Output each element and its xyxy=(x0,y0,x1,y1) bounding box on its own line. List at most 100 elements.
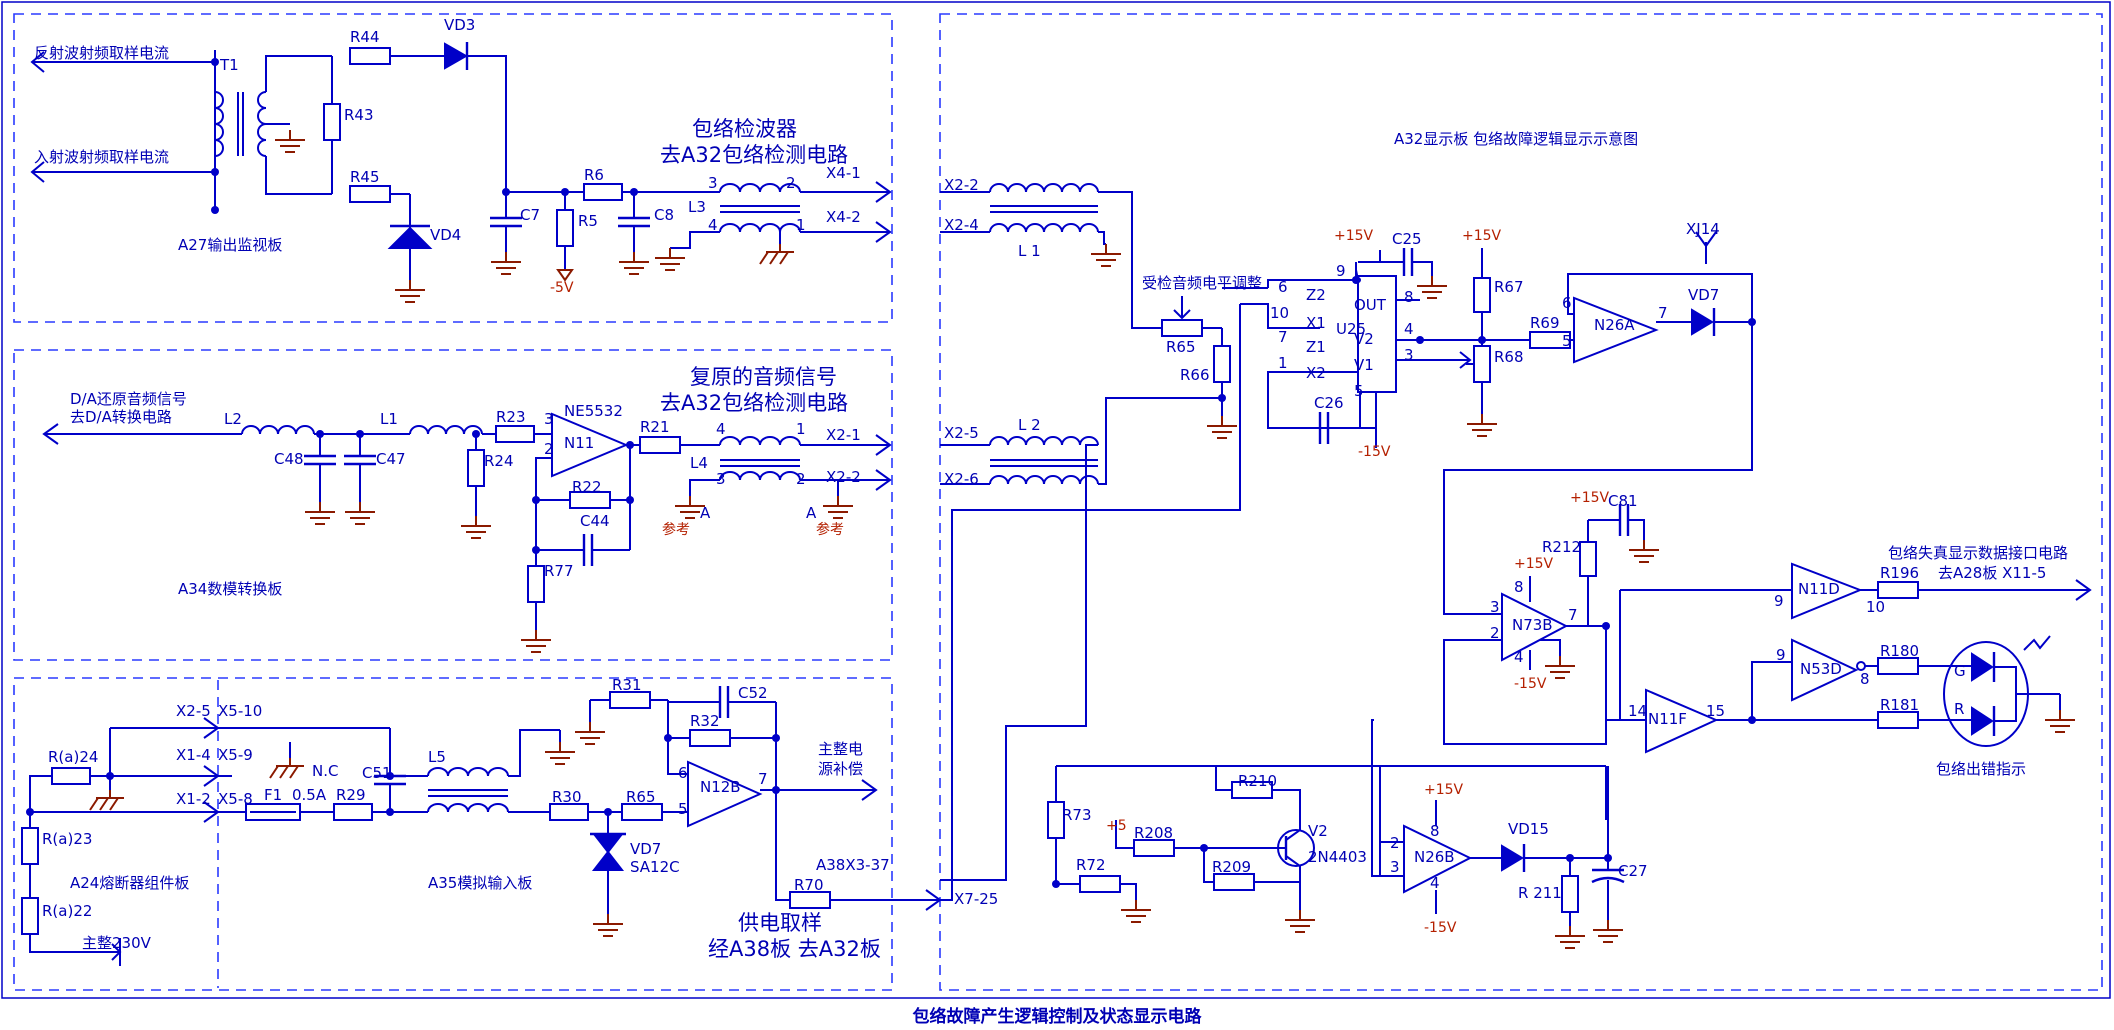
label-p4b: 4 xyxy=(716,420,726,438)
label-vd7: VD7 xyxy=(1688,286,1719,304)
label-l5: L5 xyxy=(428,748,446,766)
label-u4: 4 xyxy=(1404,320,1414,338)
label-n73b: N73B xyxy=(1512,616,1553,634)
label-n11f: N11F xyxy=(1648,710,1687,728)
label-e8: 8 xyxy=(1860,670,1870,688)
env-det-subtitle: 去A32包络检测电路 xyxy=(660,143,848,167)
label-audio-adj: 受检音频电平调整 xyxy=(1142,274,1262,292)
label-vd3: VD3 xyxy=(444,16,475,34)
label-x58: X5-8 xyxy=(218,790,253,808)
label-c8: C8 xyxy=(654,206,674,224)
label-p3a: 3 xyxy=(708,174,718,192)
label-u3: 3 xyxy=(1404,346,1414,364)
label-b2: 2 xyxy=(1490,624,1500,642)
label-p5: +5 xyxy=(1106,818,1127,834)
restored-subtitle: 去A32包络检测电路 xyxy=(660,391,848,415)
label-l1b: L 1 xyxy=(1018,242,1041,260)
supply-title: 供电取样 xyxy=(738,911,822,935)
env-det-title: 包络检波器 xyxy=(692,117,797,141)
label-vd4: VD4 xyxy=(430,226,461,244)
label-r211: R 211 xyxy=(1518,884,1562,902)
fault-data-label: 包络失真显示数据接口电路 xyxy=(1888,544,2068,562)
label-a38: A38X3-37 xyxy=(816,856,890,874)
label-p2a: 2 xyxy=(786,174,796,192)
label-r69: R69 xyxy=(1530,314,1560,332)
label-r44: R44 xyxy=(350,28,380,46)
label-r6: R6 xyxy=(584,166,604,184)
label-p1b: 1 xyxy=(796,420,806,438)
label-m15b: -15V xyxy=(1514,676,1547,692)
label-c26: C26 xyxy=(1314,394,1344,412)
label-r70: R70 xyxy=(794,876,824,894)
label-n11: N11 xyxy=(564,434,594,452)
label-a: A xyxy=(806,504,817,522)
label-x22b: X2-2 xyxy=(944,176,979,194)
label-u1: 1 xyxy=(1278,354,1288,372)
label-c44: C44 xyxy=(580,512,610,530)
label-x26: X2-6 xyxy=(944,470,979,488)
label-n11d: N11D xyxy=(1798,580,1840,598)
label-x725: X7-25 xyxy=(954,890,998,908)
label-z2: Z2 xyxy=(1306,286,1326,304)
incident-label: 入射波射频取样电流 xyxy=(34,148,169,166)
label-x25a: X2-5 xyxy=(176,702,211,720)
label-r208: R208 xyxy=(1134,824,1173,842)
label-m5v: -5V xyxy=(550,280,574,296)
page-title: 包络故障产生逻辑控制及状态显示电路 xyxy=(913,1006,1203,1027)
label-n12p6: 6 xyxy=(678,764,688,782)
label-x21: X2-1 xyxy=(826,426,861,444)
label-x25: X2-5 xyxy=(944,424,979,442)
label-vd7a: VD7 xyxy=(630,840,661,858)
label-v2pin: V2 xyxy=(1354,330,1374,348)
label-b3: 3 xyxy=(1490,598,1500,616)
label-f15: 15 xyxy=(1706,702,1725,720)
label-u5: 5 xyxy=(1354,382,1364,400)
label-r32: R32 xyxy=(690,712,720,730)
label-r65: R65 xyxy=(1166,338,1196,356)
label-r5: R5 xyxy=(578,212,598,230)
label-v1pin: V1 xyxy=(1354,356,1374,374)
label-r68: R68 xyxy=(1494,348,1524,366)
label-v2t: 2N4403 xyxy=(1308,848,1367,866)
label-r209: R209 xyxy=(1212,858,1251,876)
label-r43: R43 xyxy=(344,106,374,124)
a34-circuit xyxy=(42,412,892,653)
label-x14: X1-4 xyxy=(176,746,211,764)
label-vd15: VD15 xyxy=(1508,820,1549,838)
label-xj14: XJ14 xyxy=(1686,220,1720,238)
label-ra23: R(a)23 xyxy=(42,830,92,848)
label-b8: 8 xyxy=(1514,578,1524,596)
label-main-comp-1: 主整电 xyxy=(818,740,863,758)
label-l3: L3 xyxy=(688,198,706,216)
label-n12p7: 7 xyxy=(758,770,768,788)
label-c52: C52 xyxy=(738,684,768,702)
label-r67: R67 xyxy=(1494,278,1524,296)
label-g2: 2 xyxy=(1390,834,1400,852)
label-r31: R31 xyxy=(612,676,642,694)
label-m15c: -15V xyxy=(1424,920,1457,936)
restored-title: 复原的音频信号 xyxy=(690,365,837,389)
label-p4a: 4 xyxy=(708,216,718,234)
label-u9: 9 xyxy=(1336,262,1346,280)
label-c47: C47 xyxy=(376,450,406,468)
label-g4: 4 xyxy=(1430,874,1440,892)
label-ref-a: 参考 xyxy=(662,521,690,538)
label-n12p5: 5 xyxy=(678,800,688,818)
label-p15d: +15V xyxy=(1514,556,1554,572)
reflect-label: 反射波射频取样电流 xyxy=(34,44,169,62)
label-x12: X1-2 xyxy=(176,790,211,808)
label-ra24: R(a)24 xyxy=(48,748,98,766)
label-v2n: V2 xyxy=(1308,822,1328,840)
label-r77: R77 xyxy=(544,562,574,580)
label-r23: R23 xyxy=(496,408,526,426)
label-r72: R72 xyxy=(1076,856,1106,874)
da-label-2: 去D/A转换电路 xyxy=(70,408,172,426)
label-r22: R22 xyxy=(572,478,602,496)
label-r210: R210 xyxy=(1238,772,1277,790)
label-x59: X5-9 xyxy=(218,746,253,764)
label-n26b: N26B xyxy=(1414,848,1455,866)
a27-circuit xyxy=(30,42,892,303)
label-g8: 8 xyxy=(1430,822,1440,840)
label-x510: X5-10 xyxy=(218,702,262,720)
label-ra22: R(a)22 xyxy=(42,902,92,920)
